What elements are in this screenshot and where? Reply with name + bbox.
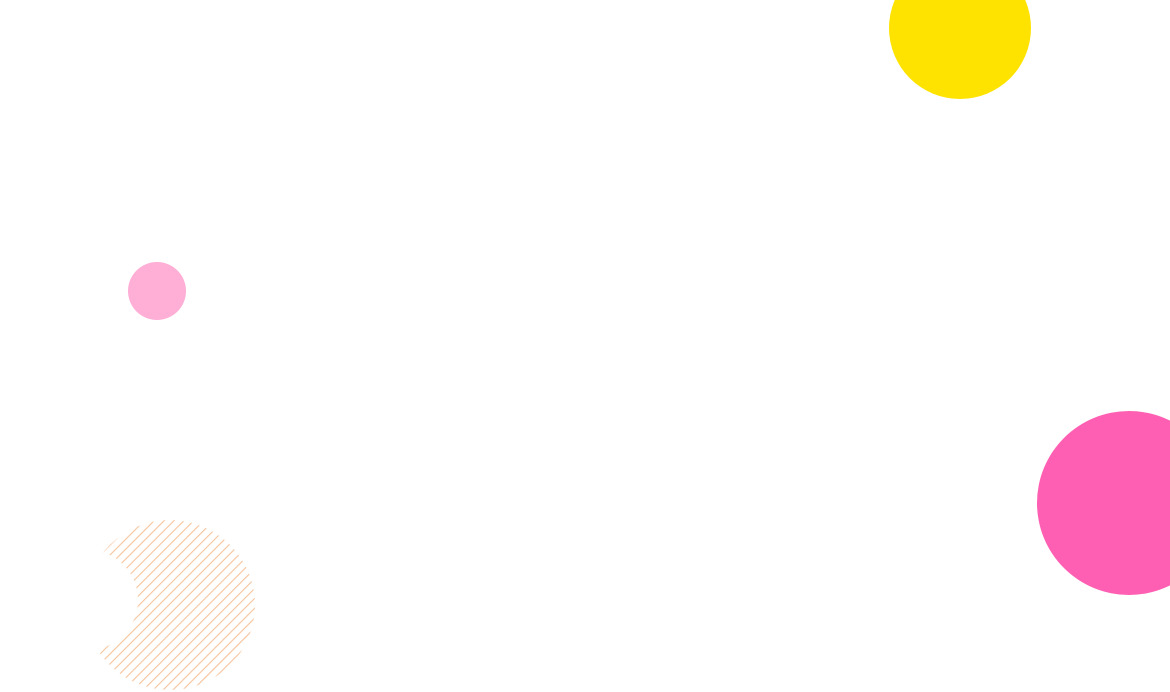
hatch-fill — [70, 515, 260, 692]
small-pink-circle-decoration — [128, 262, 186, 320]
hatched-crescent-decoration — [70, 515, 260, 692]
large-pink-circle-decoration — [1037, 411, 1170, 595]
yellow-circle-decoration — [889, 0, 1031, 99]
